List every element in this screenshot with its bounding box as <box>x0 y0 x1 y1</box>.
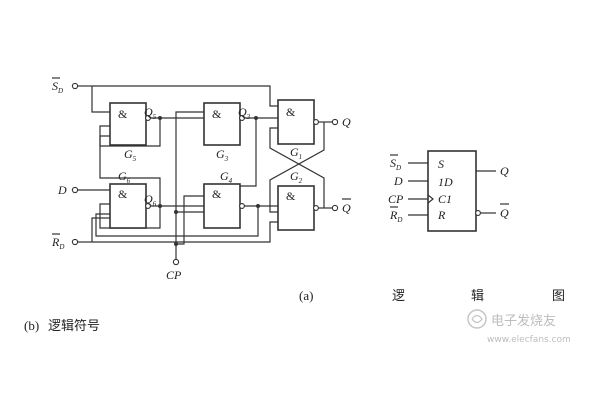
caption-b-marker: (b) <box>24 318 39 333</box>
symbol-right-q: Q <box>500 164 509 178</box>
input-label-sd: SD <box>52 79 63 95</box>
caption-a-char-1: 逻 <box>392 289 405 304</box>
junction-dots <box>158 116 260 246</box>
watermark: 电子发烧友 www.elecfans.com <box>467 309 571 345</box>
symbol-inner-r: R <box>437 208 446 222</box>
caption-a-marker: (a) <box>299 288 313 303</box>
gate-g1-name: G1 <box>290 145 302 161</box>
symbol-inner-1d: 1D <box>438 175 453 189</box>
gate-g2: & G2 <box>277 169 319 231</box>
gate-g5-name: G5 <box>124 147 137 163</box>
gate-g4-name: G4 <box>220 169 233 185</box>
watermark-brand: 电子发烧友 <box>491 313 556 329</box>
gate-g5-symbol: & <box>118 107 128 121</box>
gate-g3-name: G3 <box>216 147 229 163</box>
gate-g5: & Q5 G5 <box>109 102 157 163</box>
input-label-rd: RD <box>51 235 64 251</box>
symbol-inner-s: S <box>438 157 444 171</box>
gate-g6: & Q6 G6 <box>109 169 157 229</box>
gate-g2-symbol: & <box>286 189 296 203</box>
input-label-cp: CP <box>166 268 182 282</box>
gate-g6-name: G6 <box>118 169 131 185</box>
symbol-left-d: D <box>393 174 403 188</box>
watermark-logo-icon <box>467 309 487 329</box>
symbol-left-sd: SD <box>390 156 401 172</box>
input-terminals <box>71 82 180 266</box>
gate-g3: & Q3 G3 <box>203 102 251 163</box>
caption-b-title: 逻辑符号 <box>48 318 100 334</box>
gate-g4: & G4 <box>203 169 245 229</box>
output-label-q: Q <box>342 115 351 129</box>
gate-g2-name: G2 <box>290 169 303 185</box>
symbol-right-qbar: Q <box>500 206 509 220</box>
gate-g1-symbol: & <box>286 105 296 119</box>
gate-g1: & G1 <box>277 99 319 161</box>
symbol-inner-c1: C1 <box>438 192 452 206</box>
caption-a-char-2: 辑 <box>471 289 484 304</box>
gate-g5-output-label: Q5 <box>144 105 157 121</box>
gate-g3-symbol: & <box>212 107 222 121</box>
logic-symbol: S 1D C1 R SD D CP RD Q Q <box>388 150 509 232</box>
input-label-d: D <box>57 183 67 197</box>
gate-g6-output-label: Q6 <box>144 192 157 208</box>
gate-g4-symbol: & <box>212 187 222 201</box>
symbol-left-rd: RD <box>389 208 402 224</box>
output-label-qbar: Q <box>342 201 351 215</box>
symbol-left-cp: CP <box>388 192 404 206</box>
output-terminals <box>331 118 339 212</box>
gate-g6-symbol: & <box>118 187 128 201</box>
caption-a-char-3: 图 <box>552 289 565 304</box>
watermark-url: www.elecfans.com <box>487 335 571 345</box>
gate-g3-output-label: Q3 <box>238 105 251 121</box>
